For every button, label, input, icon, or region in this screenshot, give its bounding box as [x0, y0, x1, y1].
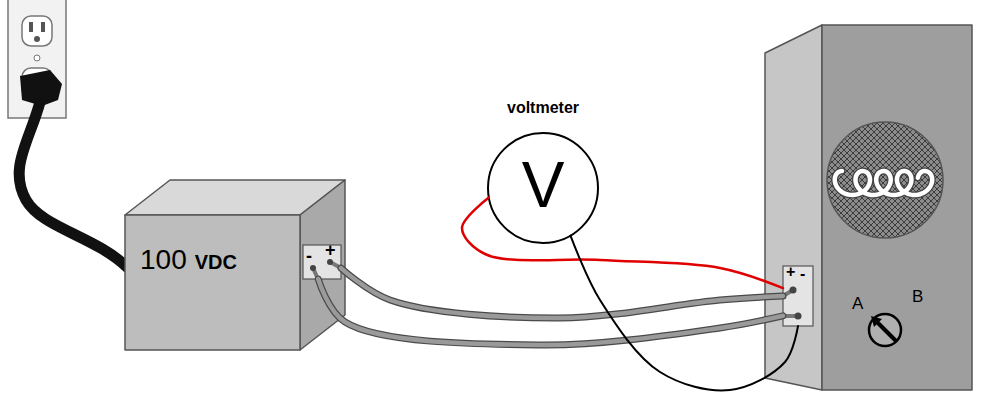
- supply-wire: [318, 279, 783, 345]
- terminal-screw: [790, 287, 797, 294]
- coil-winding: [835, 171, 932, 195]
- terminal-plate: +-: [783, 266, 813, 326]
- text-holder: -: [306, 247, 312, 265]
- node-outline: [760, 18, 978, 396]
- text-holder: +: [325, 241, 336, 259]
- node-label: VDC: [195, 252, 237, 272]
- text-holder: 100: [140, 246, 187, 274]
- supply-wire: [341, 268, 783, 318]
- plate-screw: [34, 55, 40, 61]
- node-label: B: [912, 288, 923, 305]
- text-holder: -: [800, 266, 805, 282]
- node-label: A: [852, 295, 863, 312]
- text-holder: V: [522, 153, 565, 217]
- receptacle: [22, 16, 52, 46]
- text-holder: voltmeter: [507, 100, 579, 116]
- device-side: [765, 25, 822, 390]
- coil-outline: [835, 171, 932, 195]
- display-window: [827, 122, 943, 238]
- text-holder: VDC: [195, 252, 237, 272]
- pointer-tip: [871, 316, 882, 327]
- wire-path: [341, 268, 783, 318]
- node-label: V: [522, 153, 565, 217]
- device-box: A B +-: [760, 18, 978, 396]
- meter-lead: [462, 198, 783, 289]
- wire-path: [318, 279, 783, 345]
- meter-outline: [488, 133, 598, 243]
- ground-hole: [34, 36, 40, 42]
- node-label: -: [306, 247, 312, 265]
- box-side: [300, 180, 345, 350]
- switch-pointer: [876, 321, 896, 341]
- device-front: [822, 25, 972, 390]
- plug: [20, 70, 62, 106]
- selector-switch: [869, 314, 901, 346]
- node-label: +: [786, 264, 795, 280]
- wire-path: [318, 279, 783, 345]
- meter-lead: [571, 236, 799, 391]
- node-label: 100: [140, 246, 187, 274]
- wire-path: [571, 236, 799, 391]
- wire-path: [341, 268, 783, 318]
- receptacle-slot: [29, 22, 33, 32]
- text-holder: B: [912, 288, 923, 305]
- terminal-screw: [310, 265, 316, 271]
- text-holder: A: [852, 295, 863, 312]
- text-holder: +: [786, 264, 795, 280]
- node-label: +: [325, 241, 336, 259]
- terminal-screw: [327, 259, 333, 265]
- receptacle-slot: [41, 22, 45, 32]
- terminal-screw: [795, 313, 802, 320]
- power-supply-box: 100 VDC -+: [120, 165, 350, 355]
- node-label: -: [800, 266, 805, 282]
- wall-plate: [8, 0, 66, 118]
- wire-path: [462, 198, 783, 289]
- meter-heading: voltmeter: [507, 100, 579, 116]
- terminal-plate: -+: [303, 245, 341, 279]
- box-front: [125, 215, 300, 350]
- voltmeter-circle: voltmeterV: [480, 98, 606, 248]
- power-cord: [19, 102, 128, 268]
